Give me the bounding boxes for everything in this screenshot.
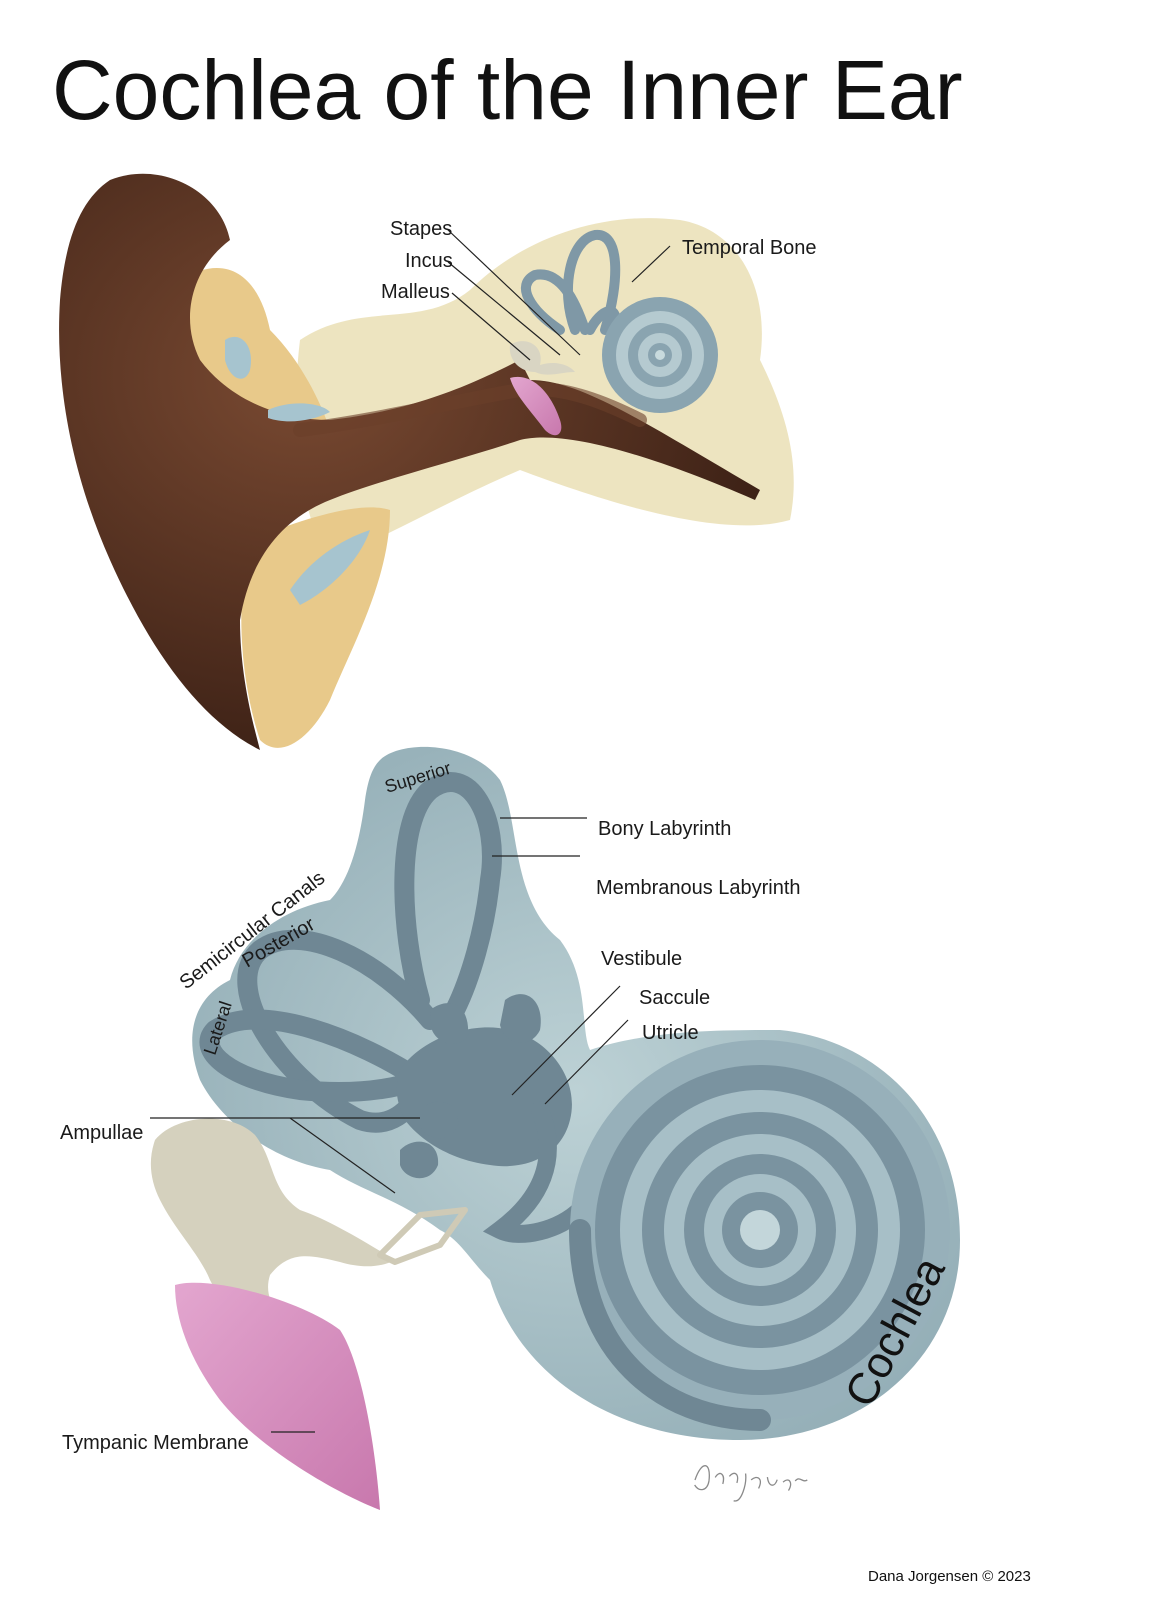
page-title: Cochlea of the Inner Ear (52, 43, 963, 137)
upper-leader-lines (447, 229, 671, 361)
cochlear-duct-connection (482, 1101, 589, 1243)
ampullae-leader-2 (289, 1117, 396, 1194)
tympanic-membrane (175, 1282, 380, 1510)
label-membranous-labyrinth: Membranous Labyrinth (596, 877, 801, 899)
inner-ear-detail (150, 746, 960, 1510)
ossicles-small (509, 341, 575, 375)
fluid-spot-3 (290, 530, 370, 605)
artist-signature (694, 1465, 808, 1502)
outer-ear-section (59, 173, 794, 751)
utricle-leader (544, 1019, 629, 1105)
label-utricle: Utricle (642, 1022, 699, 1044)
utricle (430, 1003, 469, 1045)
credit-line: Dana Jorgensen © 2023 (868, 1568, 1031, 1585)
cartilage-lower (241, 507, 390, 748)
fluid-spot-1 (225, 336, 251, 379)
label-vestibule: Vestibule (601, 948, 683, 970)
label-stapes: Stapes (390, 218, 453, 240)
saccule-leader (511, 985, 621, 1096)
ossicles-large (150, 1118, 468, 1362)
label-tympanic-membrane: Tympanic Membrane (62, 1432, 249, 1454)
label-malleus: Malleus (381, 281, 450, 303)
fluid-spot-2 (268, 403, 330, 422)
label-incus: Incus (405, 250, 453, 272)
label-saccule: Saccule (639, 987, 711, 1009)
incus-malleus (150, 1118, 395, 1362)
lower-leader-lines (150, 817, 629, 1433)
cochlea-spiral (569, 1040, 950, 1431)
ampulla-1 (400, 1141, 439, 1179)
label-bony-labyrinth: Bony Labyrinth (598, 818, 732, 840)
lateral-canal (199, 1009, 430, 1102)
stapes-leader (447, 229, 581, 356)
pinna (59, 173, 761, 751)
posterior-canal (237, 929, 440, 1133)
label-ampullae: Ampullae (60, 1122, 144, 1144)
cochlea-small (602, 297, 718, 413)
superior-canal (394, 772, 502, 1020)
incus-leader (447, 261, 561, 356)
malleus-leader (451, 292, 531, 361)
temporal-bone-leader (631, 245, 671, 283)
saccule (500, 994, 541, 1043)
tympanic-membrane-small (510, 376, 562, 436)
ampulla-2 (420, 1101, 459, 1139)
stapes-large (377, 1207, 468, 1265)
semicircular-canals (199, 772, 502, 1133)
ear-canal (293, 382, 647, 437)
label-temporal-bone: Temporal Bone (682, 237, 817, 259)
